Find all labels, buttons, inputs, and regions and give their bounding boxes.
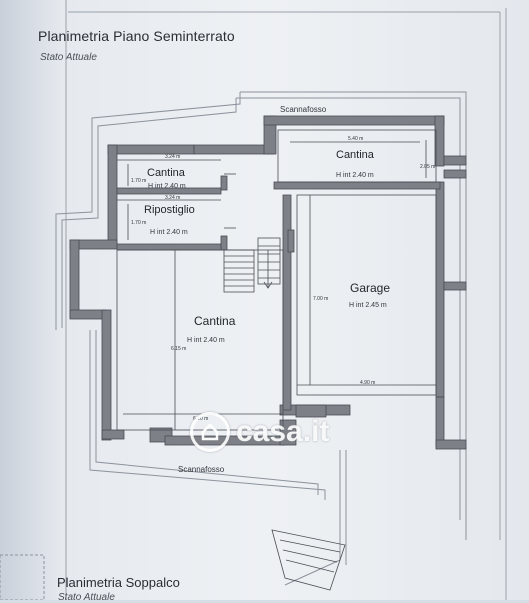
room-ripostiglio: Ripostiglio H int 2.40 m 3.24 m 1.70 m [131, 195, 195, 236]
corner-marker [0, 554, 45, 600]
room-dim-h: 2.05 m [420, 164, 435, 170]
room-dim-h: 7.00 m [313, 296, 328, 302]
house-icon [190, 412, 230, 452]
room-dim-h: 1.70 m [131, 178, 146, 184]
room-height: H int 2.40 m [336, 172, 374, 179]
room-dim-w: 4.90 m [360, 380, 375, 386]
room-height: H int 2.45 m [349, 302, 387, 309]
plan-title-soppalco: Planimetria Soppalco [57, 575, 180, 590]
scannafosso-perimeter [55, 91, 467, 586]
room-garage: Garage H int 2.45 m 4.90 m 7.00 m [313, 281, 390, 386]
room-name: Cantina [194, 314, 236, 328]
room-dim-w: 5.40 m [348, 136, 363, 142]
sheet-frame [65, 0, 507, 600]
room-cantina-top-right: Cantina H int 2.40 m 5.40 m 2.05 m [336, 136, 435, 179]
room-dim-h: 6.15 m [171, 346, 186, 352]
room-dim-h: 1.70 m [131, 220, 146, 226]
room-cantina-main: Cantina H int 2.40 m 6.10 m 6.15 m [171, 314, 236, 422]
scannafosso-bottom-label: Scannafosso [178, 465, 225, 474]
room-name: Cantina [147, 167, 186, 179]
room-height: H int 2.40 m [150, 229, 188, 236]
room-name: Cantina [336, 149, 375, 161]
plan-subtitle: Stato Attuale [40, 52, 97, 63]
scannafosso-top-label: Scannafosso [280, 105, 327, 114]
watermark: casa.it [190, 412, 329, 452]
room-dim-w: 3.24 m [165, 195, 180, 201]
external-stair [271, 529, 346, 591]
room-height: H int 2.40 m [148, 183, 186, 190]
watermark-text: casa.it [236, 415, 330, 448]
room-cantina-top-left: Cantina H int 2.40 m 3.24 m 1.70 m [131, 154, 186, 190]
stairs [223, 237, 281, 293]
room-name: Garage [350, 281, 390, 295]
room-height: H int 2.40 m [187, 337, 225, 344]
plan-subtitle-soppalco: Stato Attuale [58, 592, 115, 603]
plan-title: Planimetria Piano Seminterrato [38, 28, 235, 44]
walls [69, 115, 467, 450]
room-name: Ripostiglio [144, 204, 195, 216]
room-dim-w: 3.24 m [165, 154, 180, 160]
